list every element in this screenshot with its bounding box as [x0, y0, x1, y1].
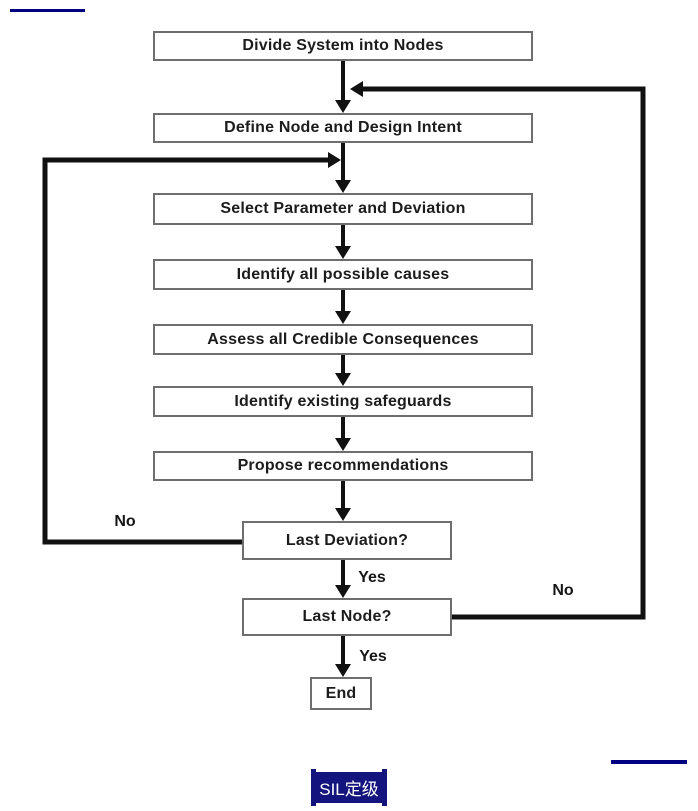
flow-node-last-deviation: Last Deviation? — [242, 521, 452, 560]
edge-define-select — [335, 143, 351, 193]
flow-node-last-node: Last Node? — [242, 598, 452, 636]
edge-recommendations-last-deviation — [335, 481, 351, 521]
edge-last-deviation-select — [42, 152, 341, 545]
edge-last-deviation-last-node — [335, 560, 351, 598]
edge-last-node-end — [335, 636, 351, 677]
edge-safeguards-recommendations — [335, 417, 351, 451]
edge-label-no-last-deviation: No — [114, 513, 136, 530]
flow-node-causes: Identify all possible causes — [153, 259, 533, 290]
edge-consequences-safeguards — [335, 355, 351, 386]
edge-divide-define — [335, 61, 351, 113]
edge-label-no-last-node: No — [552, 582, 574, 599]
flow-node-divide: Divide System into Nodes — [153, 31, 533, 61]
edge-select-causes — [335, 225, 351, 259]
flow-node-end: End — [310, 677, 372, 710]
edge-last-node-define — [350, 81, 646, 620]
bottom-right-rule — [611, 760, 687, 764]
flow-node-recommendations: Propose recommendations — [153, 451, 533, 481]
edge-causes-consequences — [335, 290, 351, 324]
edge-label-yes-last-node: Yes — [359, 648, 387, 665]
edge-label-yes-last-deviation: Yes — [358, 569, 386, 586]
flow-node-safeguards: Identify existing safeguards — [153, 386, 533, 417]
flow-node-define: Define Node and Design Intent — [153, 113, 533, 143]
sil-rating-badge[interactable]: SIL定级 — [311, 769, 387, 806]
flow-node-select: Select Parameter and Deviation — [153, 193, 533, 225]
flow-node-consequences: Assess all Credible Consequences — [153, 324, 533, 355]
top-left-rule — [10, 9, 85, 12]
